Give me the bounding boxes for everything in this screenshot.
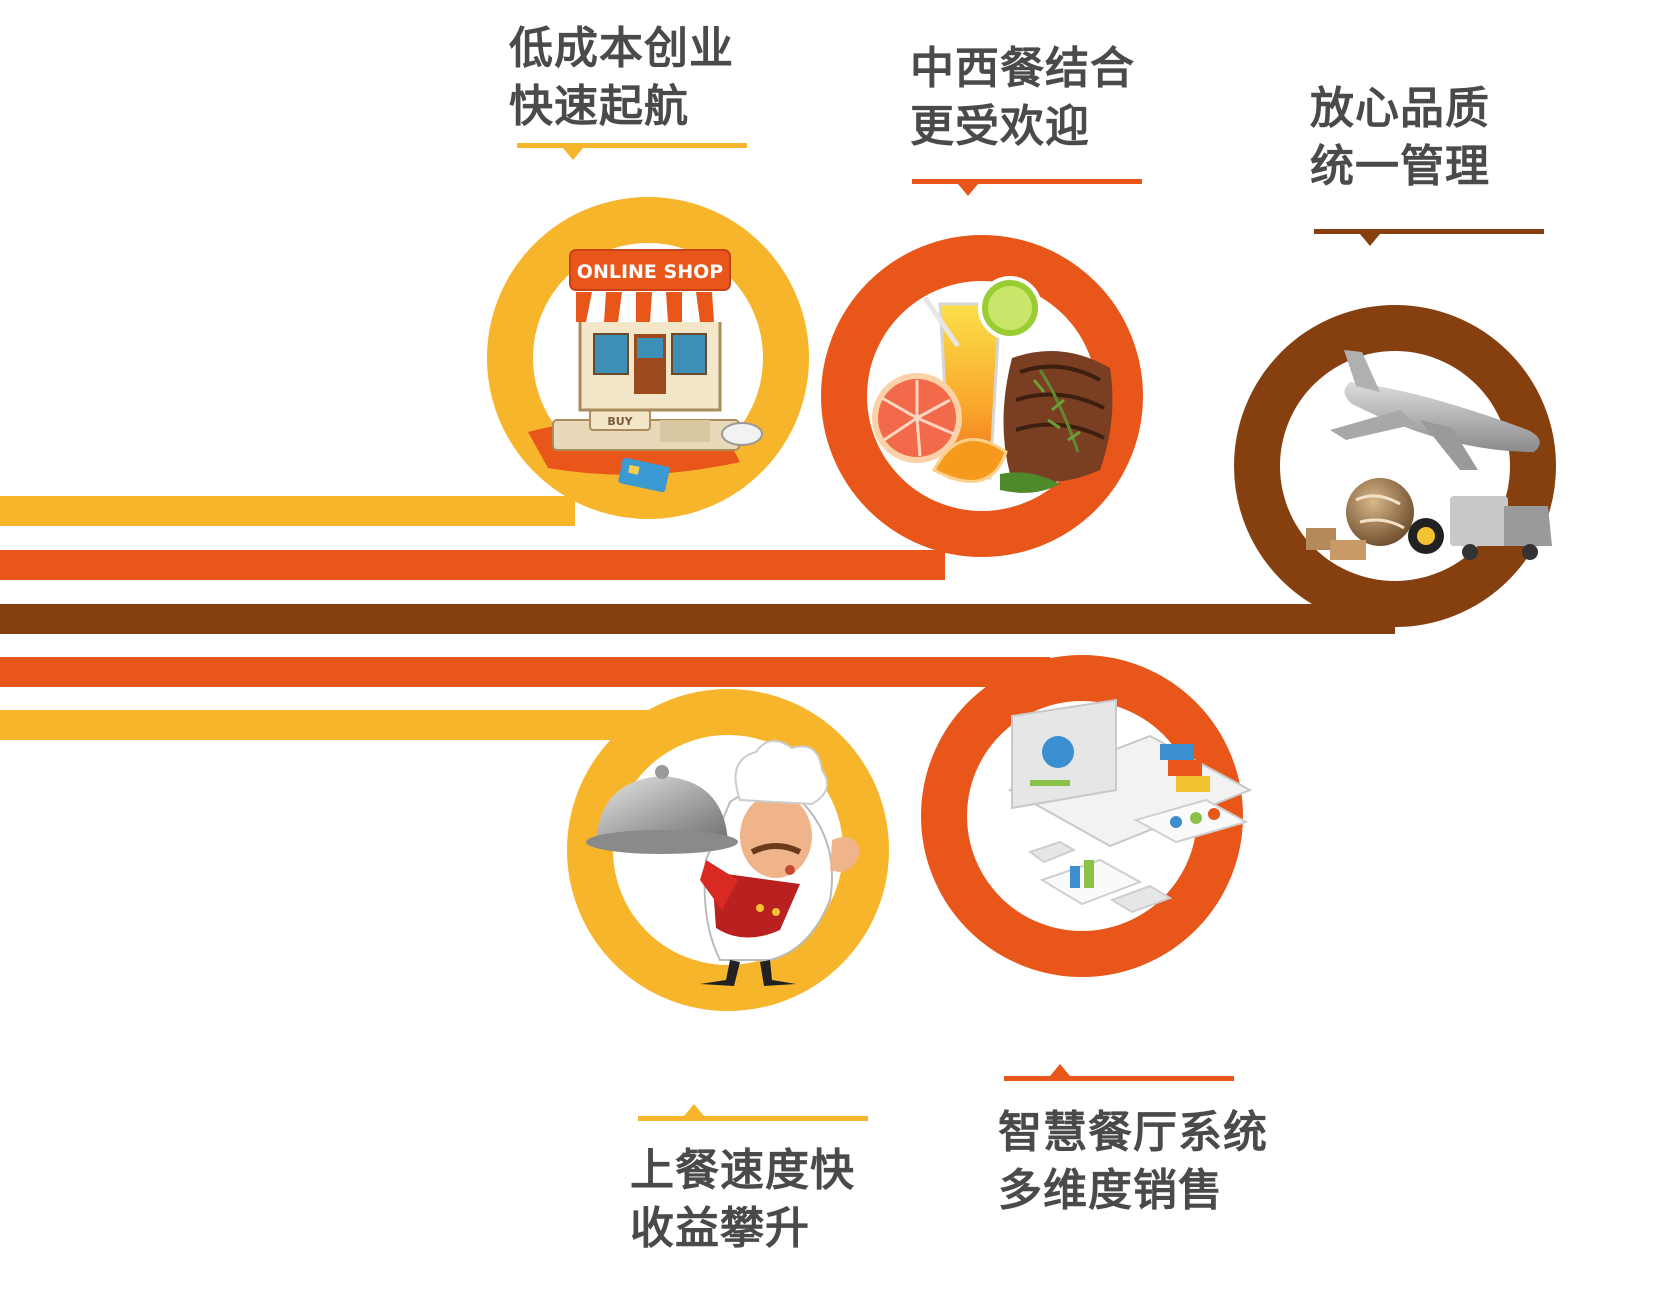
ribbon-lines <box>0 496 1395 740</box>
chef-illustration <box>586 740 860 986</box>
caption-pointers <box>517 143 1544 1121</box>
caption-chinese-western-cuisine: 中西餐结合 更受欢迎 <box>910 40 1135 156</box>
caption-low-cost-startup: 低成本创业 快速起航 <box>509 20 734 136</box>
online-shop-illustration: BUY ONLINE SHOP <box>528 249 763 493</box>
pointer-logistics <box>1314 229 1544 246</box>
caption-fast-serving: 上餐速度快 收益攀升 <box>630 1142 855 1258</box>
pointer-smart-system <box>1004 1064 1234 1081</box>
ring-smart-system <box>921 655 1253 977</box>
caption-line-1: 智慧餐厅系统 <box>998 1107 1268 1158</box>
caption-line-2: 更受欢迎 <box>910 101 1090 152</box>
ribbon-brown <box>0 604 1395 634</box>
caption-line-1: 上餐速度快 <box>630 1145 855 1196</box>
caption-line-1: 中西餐结合 <box>910 43 1135 94</box>
caption-line-1: 低成本创业 <box>509 23 734 74</box>
logistics-illustration <box>1306 350 1552 560</box>
dashboard-illustration <box>1007 698 1253 914</box>
online-shop-badge: ONLINE SHOP <box>577 261 723 283</box>
caption-line-2: 快速起航 <box>509 81 689 132</box>
caption-line-1: 放心品质 <box>1310 83 1490 134</box>
pointer-juice-steak <box>912 179 1142 196</box>
ring-juice-steak <box>821 235 1143 557</box>
caption-line-2: 统一管理 <box>1310 141 1490 192</box>
ribbon-orange-bottom <box>0 657 1050 687</box>
ribbon-yellow-top <box>0 496 575 526</box>
ring-online-shop: BUY ONLINE SHOP <box>487 197 809 519</box>
ribbon-yellow-bottom <box>0 710 730 740</box>
pointer-online-shop <box>517 143 747 160</box>
ring-chef <box>567 689 889 1011</box>
juice-steak-illustration <box>872 276 1113 493</box>
buy-key: BUY <box>607 415 633 428</box>
pointer-chef <box>638 1104 868 1121</box>
ribbon-orange-top <box>0 550 945 580</box>
caption-line-2: 收益攀升 <box>630 1203 810 1254</box>
caption-quality-management: 放心品质 统一管理 <box>1310 80 1490 196</box>
caption-smart-restaurant: 智慧餐厅系统 多维度销售 <box>998 1104 1268 1220</box>
ring-logistics <box>1234 305 1556 627</box>
caption-line-2: 多维度销售 <box>998 1165 1223 1216</box>
